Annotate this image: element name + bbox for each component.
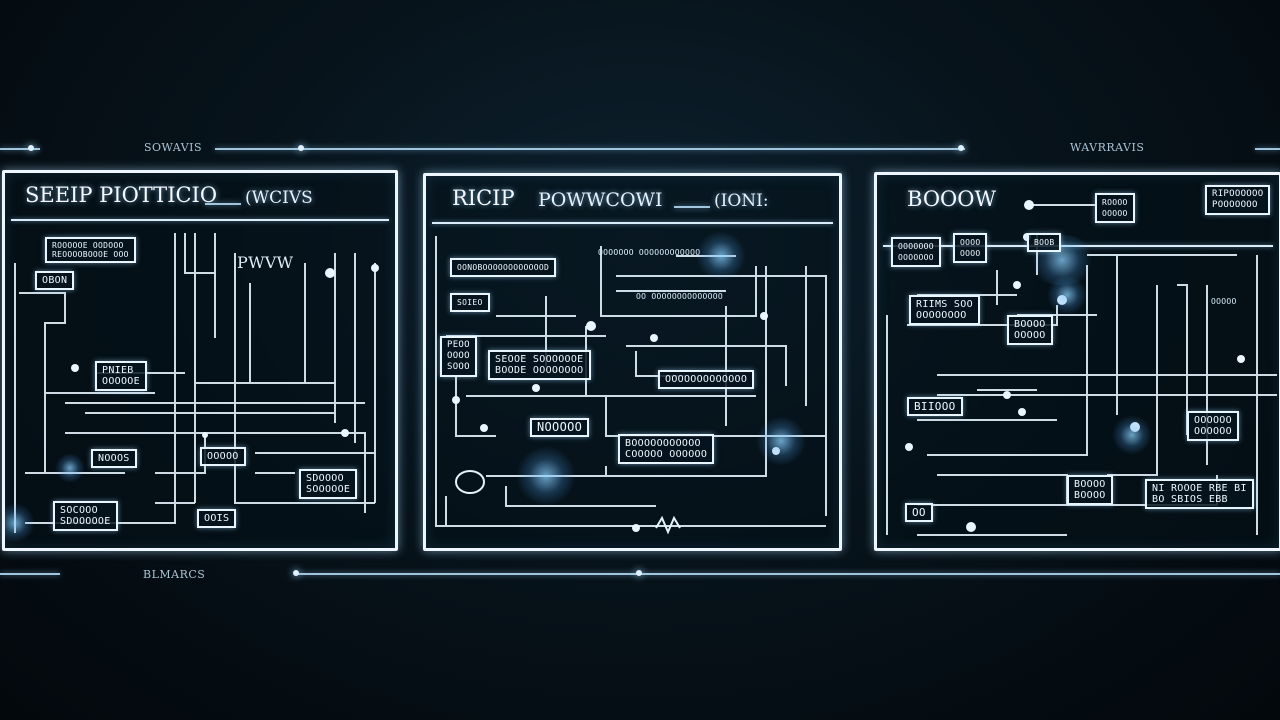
panel-1-component-7: OOIS <box>197 509 237 528</box>
panel-3-component-8: BIIOOO <box>907 397 963 416</box>
top-rail-segment <box>215 148 965 150</box>
bottom-rail-label: BLMARCS <box>143 568 206 581</box>
panel-1-component-4: NOOOS <box>91 449 137 468</box>
panel-1-title: SEEIP PIOTTICIO <box>25 183 218 207</box>
top-rail-label-right: WAVRRAVIS <box>1070 141 1145 154</box>
panel-2-subtitle: POWWCOWI <box>538 189 663 211</box>
panel-1-trace-label: PWVW <box>237 253 294 272</box>
top-rail-node <box>28 145 34 151</box>
top-rail-node <box>298 145 304 151</box>
panel-1-component-2: OBON <box>35 271 75 290</box>
panel-2-component-6: NOOOOO <box>530 418 590 437</box>
panel-2-component-7: BOOOOOOOOOOO COOOOO OOOOOO <box>618 434 715 464</box>
panel-2-component-1: OONOBOOOOOOOOOOOOD <box>450 258 557 277</box>
panel-2-trace-label-2: OO OOOOOOOOOOOOOO <box>636 292 723 301</box>
panel-1-component-5: OOOOO <box>200 447 246 466</box>
panel-3-component-12: OO <box>905 503 933 522</box>
panel-1-divider <box>11 219 389 221</box>
panel-3-component-11: NI ROOOE RBE BI BO SBIOS EBB <box>1145 479 1254 509</box>
panel-1-component-8: SOCOOO SDOOOOOE <box>53 501 118 531</box>
panel-2-subtitle-2: (IONI: <box>714 191 769 211</box>
panel-3-component-7: BOOOO OOOOO <box>1007 315 1053 345</box>
panel-3-component-5: BOOB <box>1027 233 1062 252</box>
schematic-panel-2: RICIP POWWCOWI (IONI: OONOBOOOOOOOOOOOOD… <box>423 173 842 551</box>
panel-3-component-1: ROOOO OOOOO <box>1095 193 1135 223</box>
schematic-panel-3: BOOOW ROOOO OOOOO RIPOOOOOO POOOOOOO OOO… <box>874 172 1280 551</box>
panel-2-glow <box>516 446 576 506</box>
panel-1-component-3: PNIEB OOOOOE <box>95 361 147 391</box>
panel-3-component-2: RIPOOOOOO POOOOOOO <box>1205 185 1271 215</box>
panel-2-component-5: OOOOOOOOOOOOO <box>658 370 755 389</box>
panel-3-component-10: BOOOO BOOOO <box>1067 475 1113 505</box>
panel-3-glow <box>1047 275 1087 315</box>
panel-1-component-6: SDOOOO SOOOOOE <box>299 469 358 499</box>
bottom-rail-segment <box>296 573 1280 575</box>
panel-3-component-4: OOOO OOOO <box>953 233 988 263</box>
top-rail-segment-right <box>1255 148 1280 150</box>
panel-2-trace-label-1: OOOOOOO OOOOOOOOOOOO <box>598 248 701 257</box>
panel-1-title-connector <box>205 203 241 205</box>
top-rail <box>0 148 40 150</box>
panel-1-component-1: ROOOOOE OODOOO REOOOOBOOOE OOO <box>45 237 136 263</box>
panel-3-trace-label: OOOOO <box>1211 297 1237 306</box>
panel-1-subtitle: (WCIVS <box>245 188 313 208</box>
panel-2-wiring <box>435 236 827 535</box>
top-rail-label-left: SOWAVIS <box>144 141 203 154</box>
top-rail-node <box>958 145 964 151</box>
panel-2-component-3: PEOO OOOO SOOO <box>440 336 477 377</box>
panel-2-component-4: SEOOE SOOOOOOE BOODE OOOOOOOO <box>488 350 591 380</box>
panel-2-title-connector <box>674 206 710 208</box>
panel-3-component-3: OOOOOOO OOOOOOO <box>891 237 941 267</box>
bottom-rail-node <box>636 570 642 576</box>
panel-3-glow <box>1112 415 1152 455</box>
panel-2-component-2: SOIEO <box>450 293 490 312</box>
panel-3-component-9: OOOOOO OOOOOO <box>1187 411 1239 441</box>
panel-2-title: RICIP <box>452 186 515 210</box>
schematic-panel-1: SEEIP PIOTTICIO (WCIVS PWVW ROOOOOE OODO… <box>2 170 398 551</box>
bottom-rail-node <box>293 570 299 576</box>
panel-2-glow <box>756 416 806 466</box>
panel-2-glow <box>696 231 746 281</box>
panel-2-divider <box>432 222 833 224</box>
panel-1-glow <box>55 453 85 483</box>
panel-3-title: BOOOW <box>907 187 997 211</box>
panel-3-component-6: RIIMS SOO OOOOOOOO <box>909 295 980 325</box>
bottom-rail <box>0 573 60 575</box>
